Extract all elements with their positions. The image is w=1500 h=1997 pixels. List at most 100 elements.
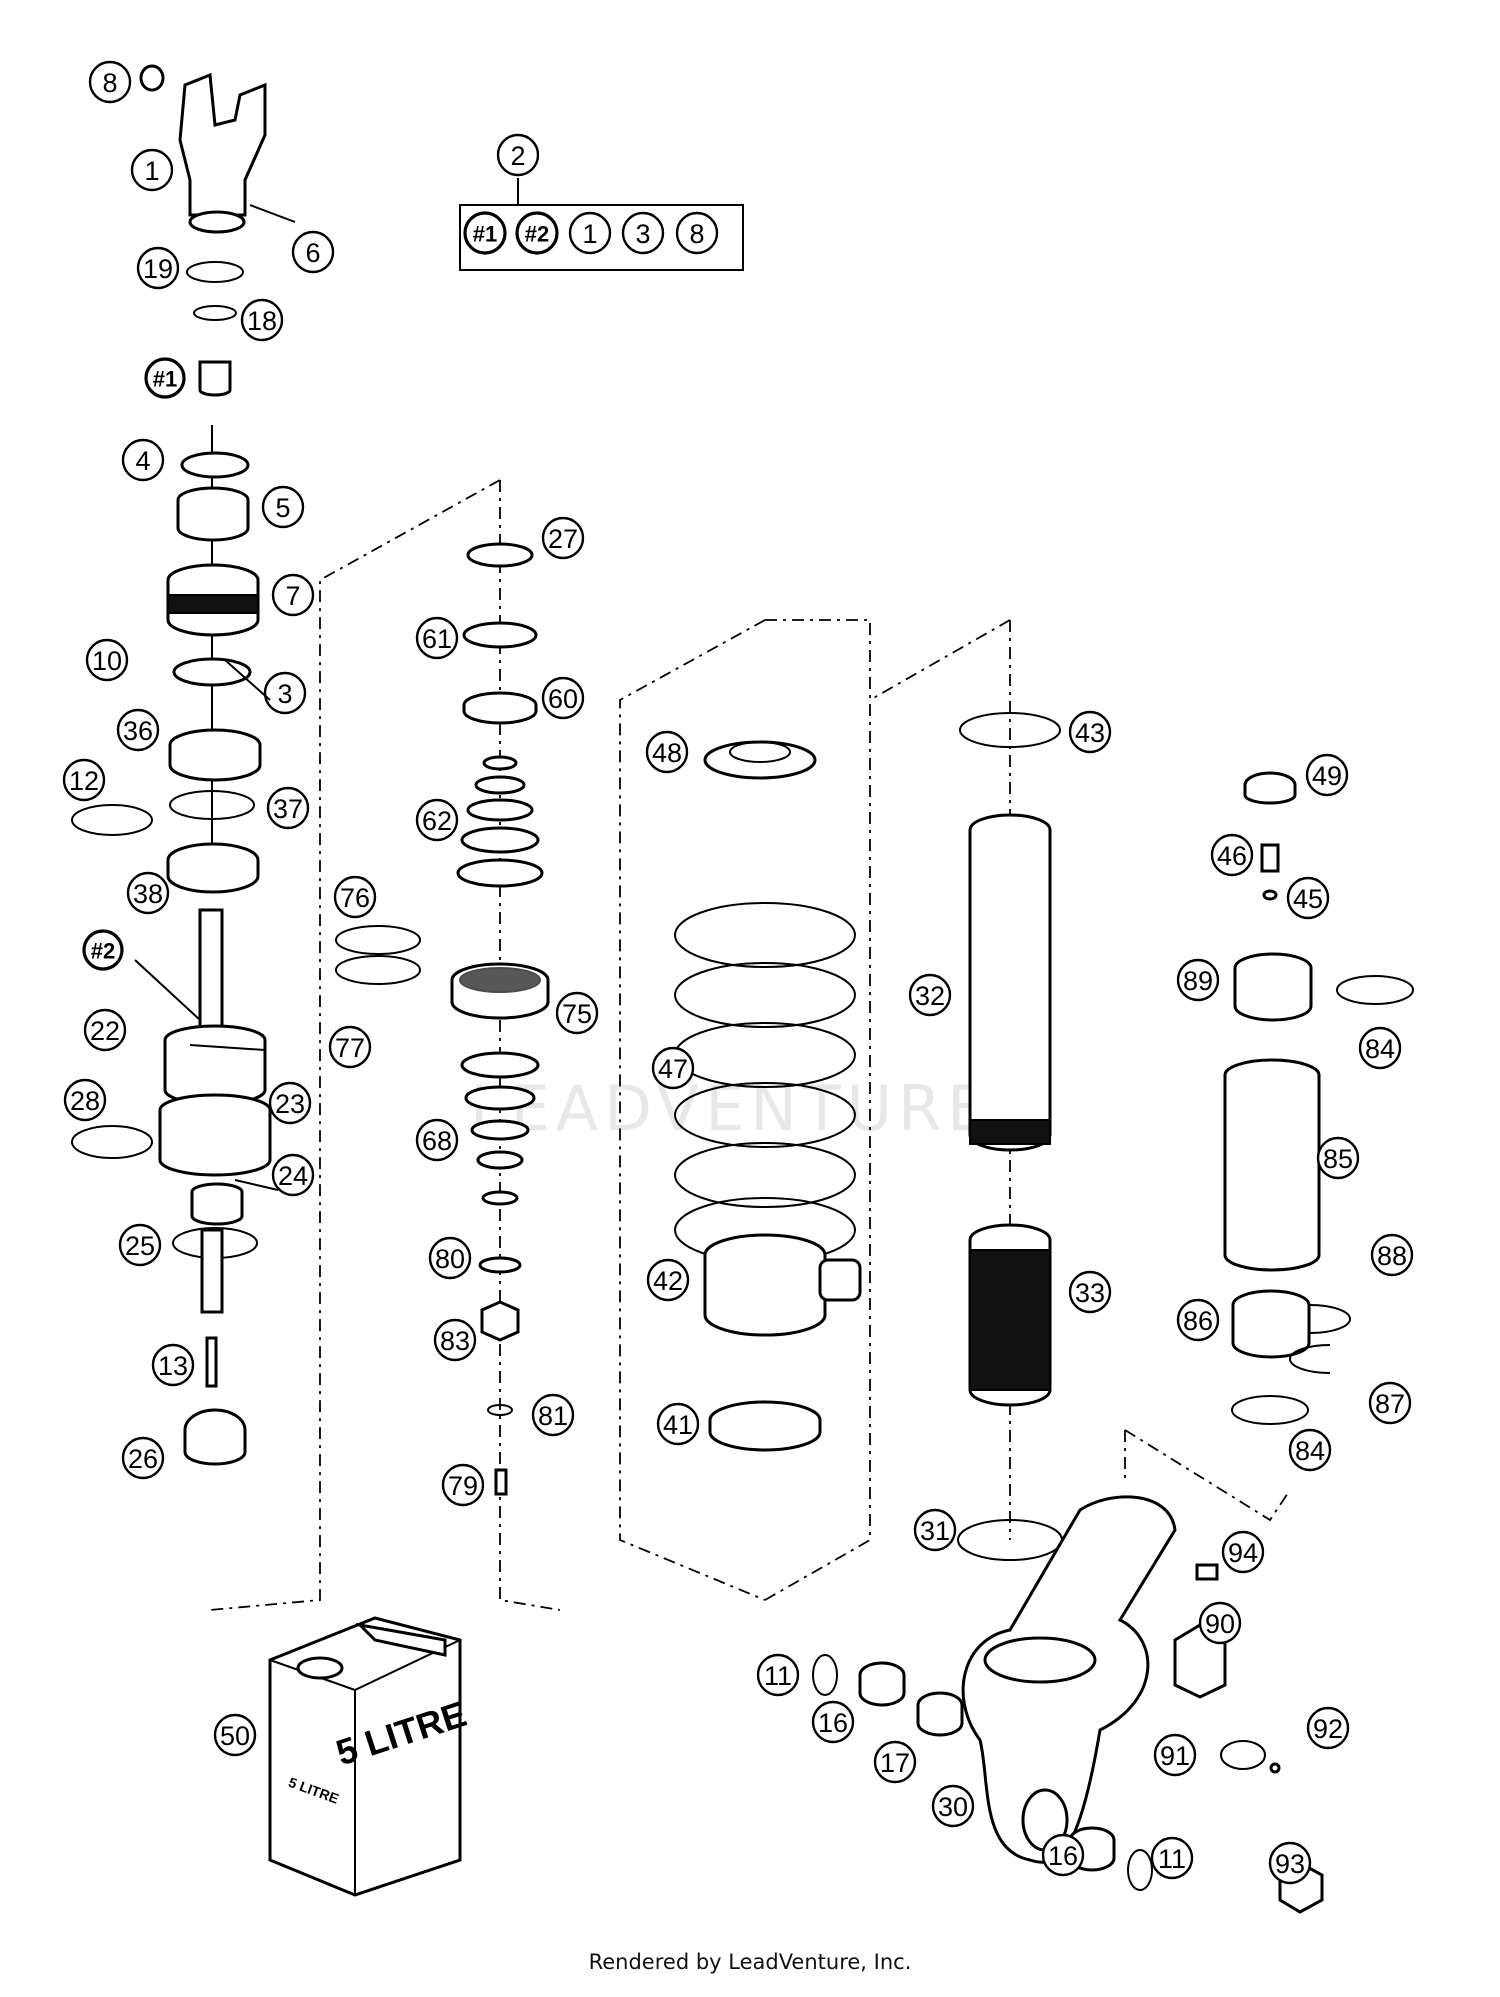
callout-c27-text: 27 [548,524,578,554]
callout-cH1-text: #1 [153,367,177,392]
callout-c28: 28 [63,1078,107,1122]
callout-c48-ring [645,730,689,774]
callout-c91-text: 91 [1160,1741,1190,1771]
callout-c13: 13 [151,1343,195,1387]
kit-item-0: #1 [463,211,507,255]
callout-c90-ring [1198,1601,1242,1645]
spring-part [674,740,862,1452]
callout-c8-text: 8 [102,68,117,98]
callout-c92: 92 [1306,1706,1350,1750]
callout-c91-ring [1153,1733,1197,1777]
callout-cH1: #1 [144,357,186,399]
callout-c80-text: 80 [435,1244,465,1274]
callout-c17: 17 [873,1740,917,1784]
callout-c46-ring [1210,833,1254,877]
callout-c1-ring [130,148,174,192]
callout-c7-ring [271,573,315,617]
callout-c22-ring [83,1008,127,1052]
callout-c3: 3 [263,671,307,715]
callout-c60-text: 60 [548,684,578,714]
callout-c23-text: 23 [275,1089,305,1119]
callout-cH2-text: #2 [91,939,115,964]
callout-c94: 94 [1221,1530,1265,1574]
kit-callout: 2 [496,133,540,177]
callout-c27-ring [541,516,585,560]
callout-c19-text: 19 [143,254,173,284]
callout-c61-text: 61 [422,624,452,654]
callout-c30: 30 [931,1784,975,1828]
callout-c24: 24 [271,1153,315,1197]
callout-c5: 5 [261,485,305,529]
callout-c12: 12 [62,758,106,802]
callout-c79-ring [441,1463,485,1507]
callout-c32-text: 32 [915,981,945,1011]
callout-c30-ring [931,1784,975,1828]
callout-c10-ring [85,638,129,682]
callout-c8-ring [88,60,132,104]
callout-c83: 83 [433,1318,477,1362]
callout-c28-text: 28 [70,1086,100,1116]
callout-c85-ring [1316,1136,1360,1180]
callout-c16a: 16 [811,1700,855,1744]
callout-c36-text: 36 [123,716,153,746]
adjuster-stack-part [71,425,262,894]
callout-c24-text: 24 [278,1161,308,1191]
callout-cH2-ring [82,929,124,971]
callout-c6: 6 [291,230,335,274]
kit-item-4-text: 8 [689,219,704,249]
callout-c84b-text: 84 [1295,1436,1325,1466]
callout-c61-ring [415,616,459,660]
callout-c31-ring [913,1508,957,1552]
callout-c33-ring [1068,1270,1112,1314]
kit-item-2-text: 1 [582,219,597,249]
kit-item-2: 1 [568,211,612,255]
callout-c47-ring [651,1046,695,1090]
callout-c28-ring [63,1078,107,1122]
callout-c31: 31 [913,1508,957,1552]
callout-cH1-ring [144,357,186,399]
callout-c87-text: 87 [1375,1389,1405,1419]
callout-c30-text: 30 [938,1792,968,1822]
callout-c7: 7 [271,573,315,617]
callout-c88-text: 88 [1377,1241,1407,1271]
callout-c41-ring [656,1402,700,1446]
callout-c77: 77 [328,1025,372,1069]
callout-c50: 50 [213,1713,257,1757]
callout-c88-ring [1370,1233,1414,1277]
callout-c47: 47 [651,1046,695,1090]
callout-c8: 8 [88,60,132,104]
callout-c84a-ring [1358,1026,1402,1070]
kit-item-0-text: #1 [473,222,497,247]
callout-c68-text: 68 [422,1126,452,1156]
callout-c48: 48 [645,730,689,774]
callout-c90: 90 [1198,1601,1242,1645]
callout-c83-text: 83 [440,1326,470,1356]
callout-c94-text: 94 [1228,1538,1258,1568]
callout-c5-ring [261,485,305,529]
kit-callout-ring [496,133,540,177]
callout-c5-text: 5 [275,493,290,523]
clevis-eye-part [139,64,296,234]
callout-c11a-text: 11 [764,1661,792,1691]
callout-c10: 10 [85,638,129,682]
kit-item-4: 8 [675,211,719,255]
callout-c45: 45 [1286,876,1330,920]
callout-c46: 46 [1210,833,1254,877]
footer-credit: Rendered by LeadVenture, Inc. [588,1950,912,1974]
callout-c81: 81 [531,1393,575,1437]
callout-c18: 18 [240,298,284,342]
kit-item-1: #2 [515,211,559,255]
callout-c93: 93 [1268,1841,1312,1885]
callout-c76-ring [333,875,377,919]
callout-c27: 27 [541,516,585,560]
watermark: LEADVENTURE [470,1072,992,1145]
callout-c68-ring [415,1118,459,1162]
kit-callout-text: 2 [510,141,525,171]
callout-c49-text: 49 [1312,761,1342,791]
o-rings-top [186,261,244,397]
callout-c68: 68 [415,1118,459,1162]
leader-lines [134,659,279,1191]
callout-c50-text: 50 [220,1721,250,1751]
